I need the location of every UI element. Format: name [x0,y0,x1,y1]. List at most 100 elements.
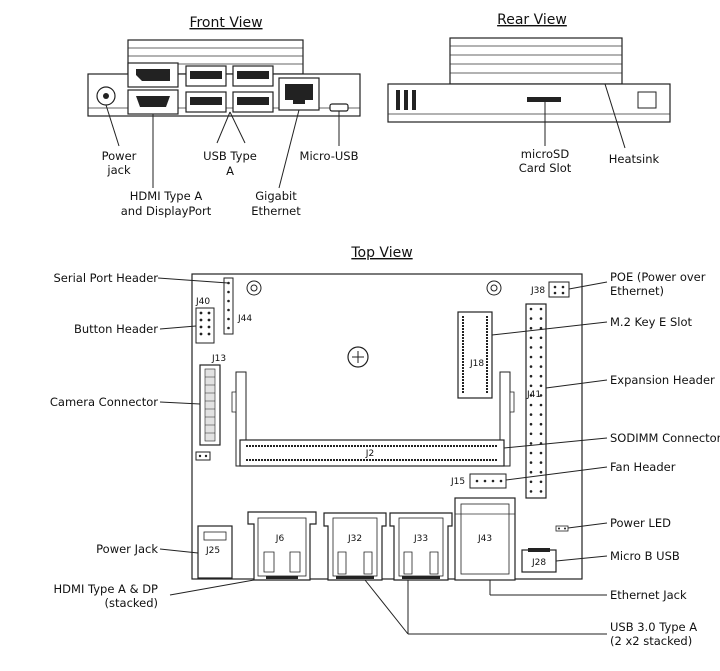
front-view: Front View [87,15,361,218]
header-pin [539,394,543,397]
label-usb30-1: USB 3.0 Type A [610,620,697,634]
label-fan-header: Fan Header [610,460,676,474]
header-pin [539,470,543,474]
label-j6: J6 [275,534,285,544]
header-pin [529,422,533,426]
module-screw [347,346,369,368]
label-j33: J33 [413,534,428,544]
top-view: Top View J44 J40 J13 [50,245,720,648]
header-pin [539,307,543,311]
label-j40: J40 [195,297,210,307]
label-expansion-header: Expansion Header [610,373,715,387]
header-pin [529,461,533,464]
label-rear-heatsink: Heatsink [609,152,660,166]
header-pin [529,307,533,311]
header-pin [539,432,543,436]
header-pin [529,490,533,493]
header-pin [529,480,533,484]
j41-expansion-header [525,303,547,499]
label-front-power-jack-1: Power [102,149,137,163]
header-pin [529,442,533,445]
label-poe-1: POE (Power over [610,270,706,284]
rear-heatsink [449,37,623,85]
label-j44: J44 [237,314,252,324]
j33-usb-stack [389,512,453,581]
header-pin [539,326,543,330]
header-pin [529,346,533,349]
header-pin [539,374,543,378]
j43-ethernet-jack [454,497,516,581]
header-pin [529,365,533,368]
top-view-title: Top View [350,245,412,261]
header-pin [529,451,533,455]
label-front-usb-2: A [226,164,234,178]
header-pin [529,413,533,416]
label-hdmi-dp-stacked-2: (stacked) [105,596,158,610]
label-sodimm: SODIMM Connector [610,431,720,445]
j15-fan-header [469,473,507,489]
label-rear-microsd-1: microSD [521,147,570,161]
label-j13: J13 [211,354,226,364]
header-pin [529,470,533,474]
label-front-micro-usb: Micro-USB [300,149,359,163]
rear-microsd-slot [527,97,561,102]
label-poe-2: Ethernet) [610,284,664,298]
header-pin [539,336,543,340]
label-power-jack: Power Jack [96,542,158,556]
j2-sodimm-connector [239,439,505,467]
mounting-hole [486,280,502,296]
header-pin [539,346,543,349]
label-front-ethernet-2: Ethernet [251,204,301,218]
label-j41: J41 [526,390,541,400]
label-front-hdmi-1: HDMI Type A [130,189,203,203]
header-pin [529,394,533,397]
header-pin [529,336,533,340]
header-pin [539,461,543,464]
label-j28: J28 [531,558,546,568]
label-j43: J43 [477,534,492,544]
header-pin [539,413,543,416]
front-usb-stack [185,65,274,113]
header-pin [529,317,533,320]
header-pin [539,317,543,320]
header-pin [539,355,543,359]
label-button-header: Button Header [74,322,158,336]
j44-serial-header [223,277,234,335]
header-pin [539,403,543,407]
label-j38: J38 [530,286,545,296]
header-pin [539,490,543,493]
front-view-title: Front View [189,15,262,31]
label-j18: J18 [469,359,484,369]
mounting-hole [246,280,262,296]
rear-view-title: Rear View [497,12,567,28]
header-pin [539,480,543,484]
label-camera-connector: Camera Connector [50,395,158,409]
j40-button-header [195,307,215,344]
label-m2-key-e: M.2 Key E Slot [610,315,693,329]
label-ethernet-jack: Ethernet Jack [610,588,687,602]
rear-view: Rear View microSD Card Slot Heatsink [387,12,671,175]
label-j25: J25 [205,546,220,556]
j38-poe-header [548,281,570,298]
header-pin [539,384,543,388]
label-micro-b-usb: Micro B USB [610,549,680,563]
label-front-power-jack-2: jack [106,163,131,177]
front-micro-usb [329,103,349,112]
header-pin [539,422,543,426]
label-j32: J32 [347,534,362,544]
label-j2: J2 [365,449,374,459]
header-pin [529,403,533,407]
header-pin [539,365,543,368]
label-rear-microsd-2: Card Slot [519,161,572,175]
rear-board-edge [387,83,671,123]
header-pin [529,355,533,359]
j32-usb-stack [323,512,387,581]
label-hdmi-dp-stacked-1: HDMI Type A & DP [54,582,159,596]
label-usb30-2: (2 x2 stacked) [610,634,692,648]
label-front-usb-1: USB Type [203,149,257,163]
header-pin [539,451,543,455]
j6-hdmi-dp-stack [247,511,317,581]
label-j15: J15 [450,477,465,487]
header-pin [529,326,533,330]
